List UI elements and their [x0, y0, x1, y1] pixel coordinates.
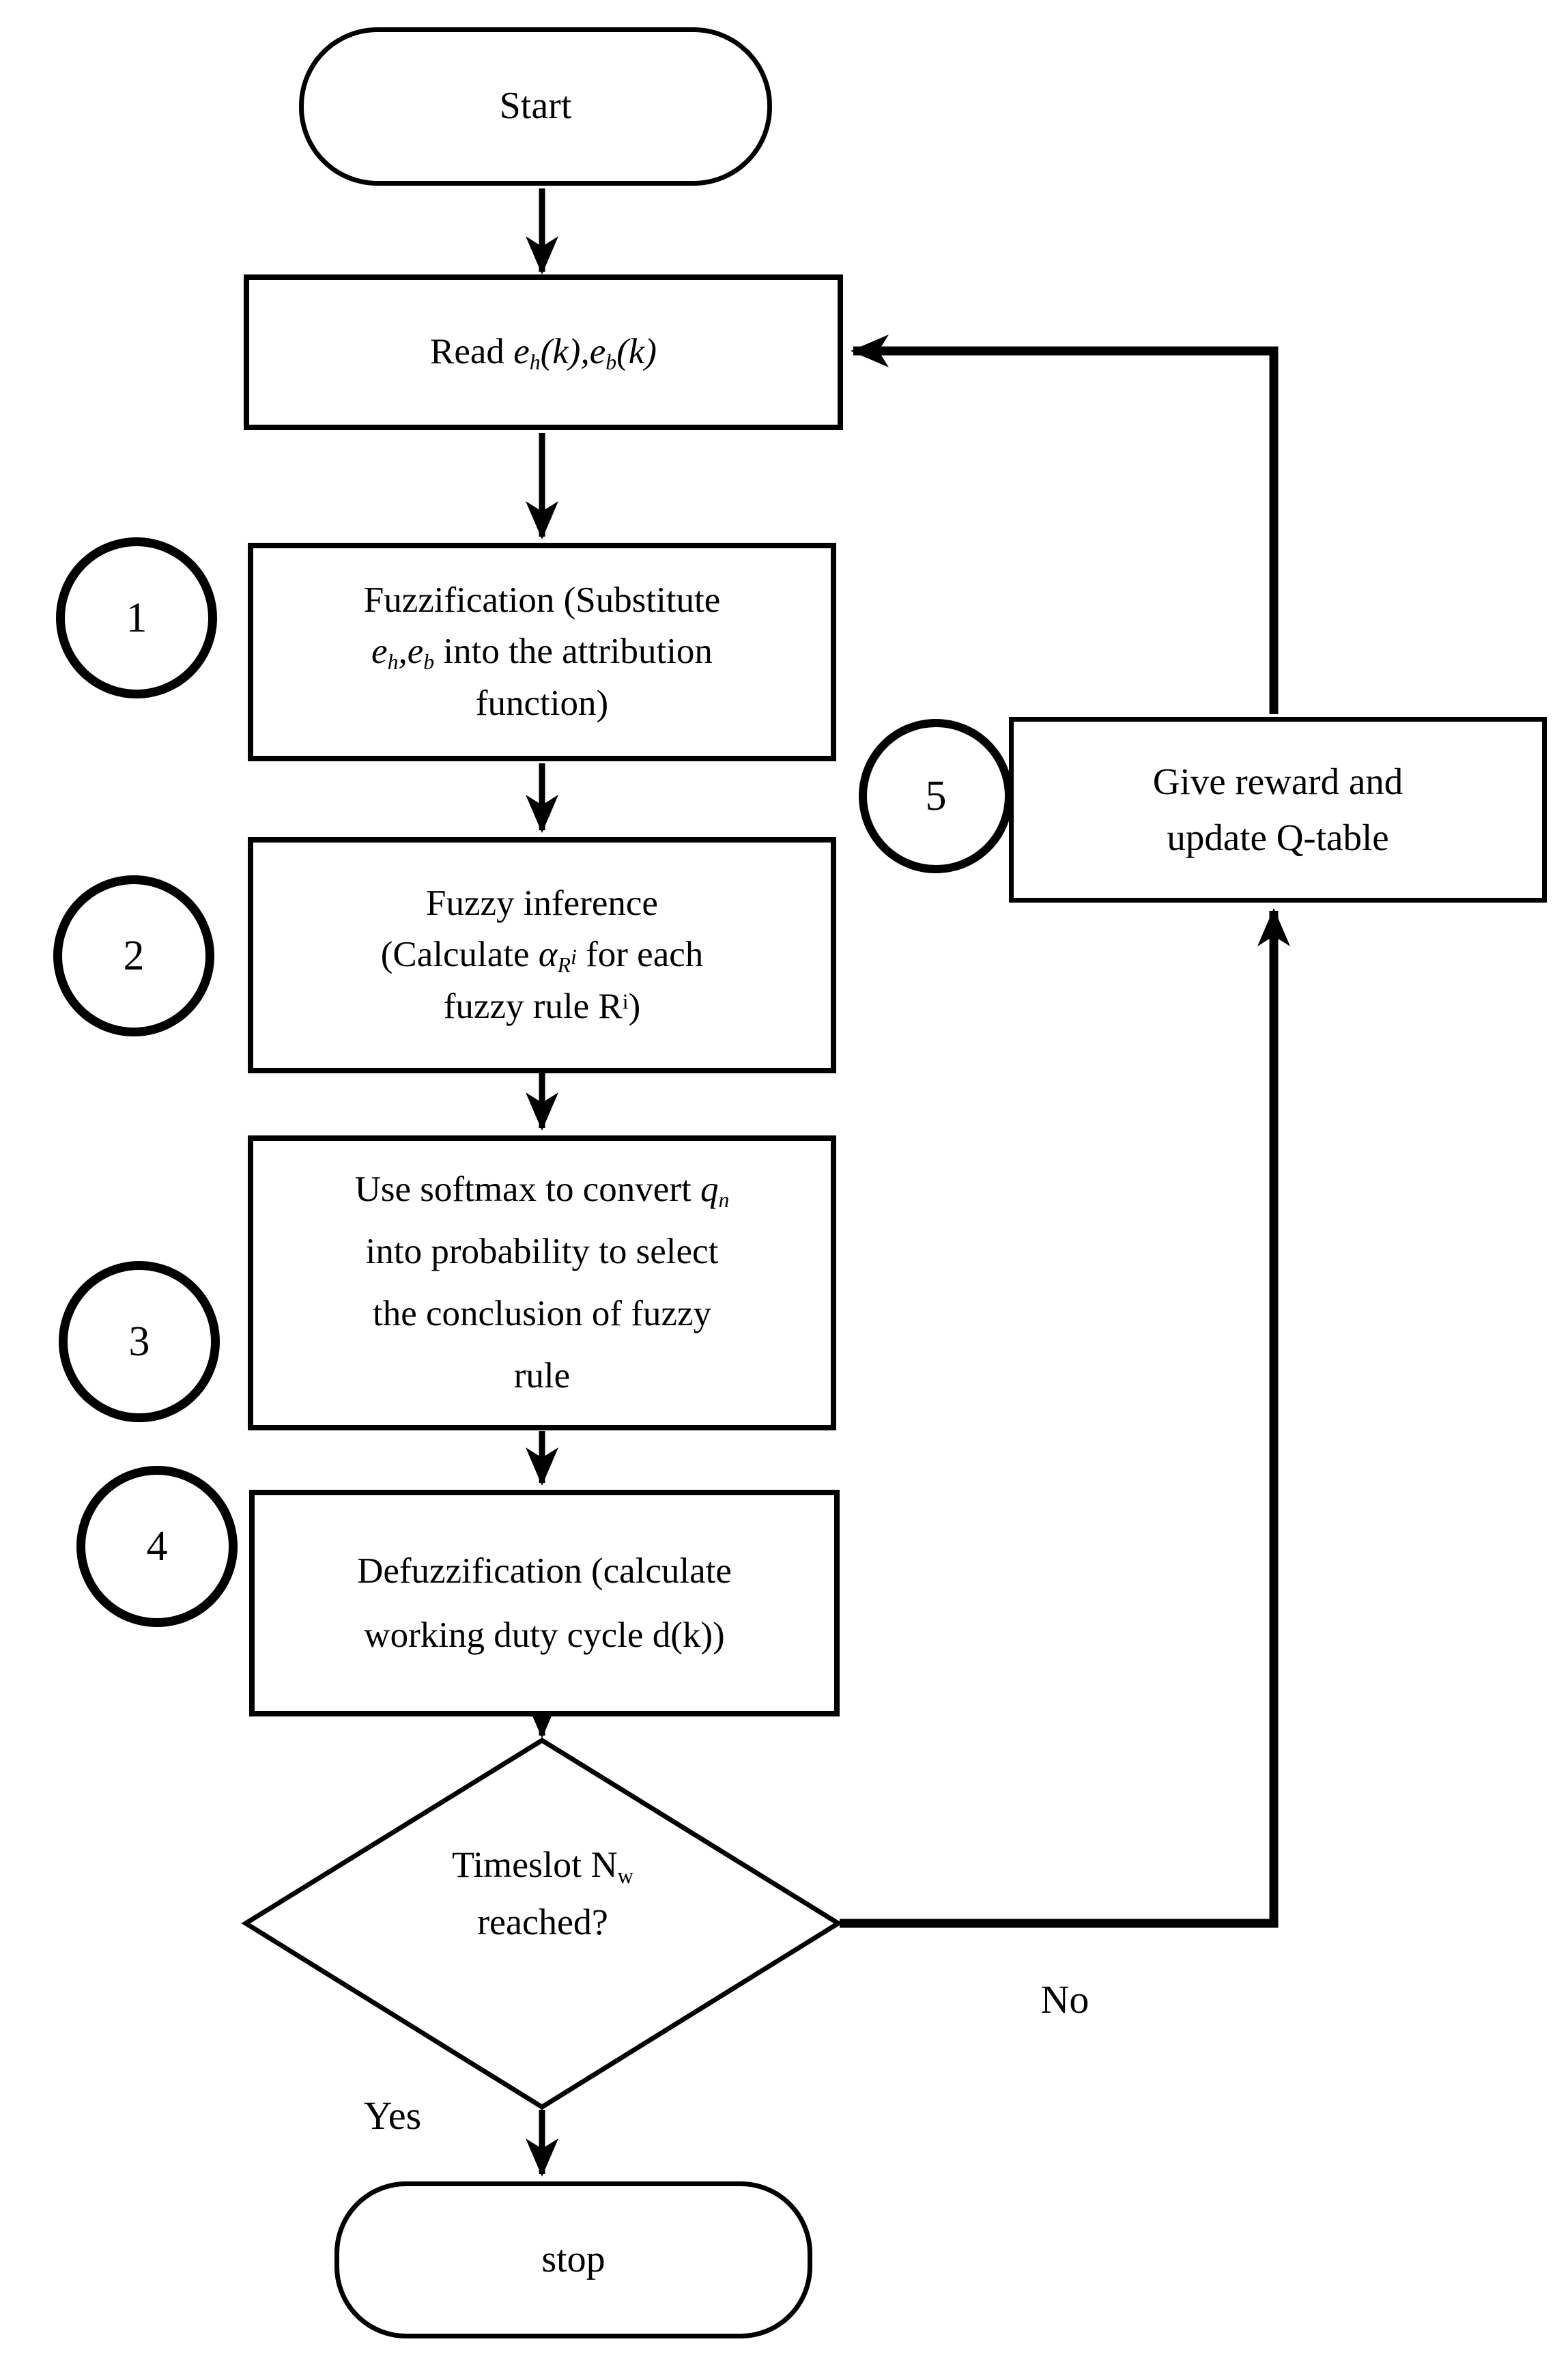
fuzzy-inference-label: Fuzzy inference (Calculate αRi for each …: [380, 883, 704, 1026]
fuzzy-inference-node: Fuzzy inference (Calculate αRi for each …: [248, 837, 836, 1073]
fuzzification-label: Fuzzification (Substitute eh,eb into the…: [363, 580, 721, 723]
fuzzification-node: Fuzzification (Substitute eh,eb into the…: [248, 543, 836, 761]
step-badge-1: 1: [56, 537, 217, 698]
read-label: Read eh(k),eb(k): [430, 332, 657, 375]
start-node: Start: [299, 27, 772, 186]
defuzzification-label: Defuzzification (calculate working duty …: [357, 1551, 732, 1655]
softmax-node: Use softmax to convert qn into probabili…: [248, 1135, 836, 1430]
reward-update-label: Give reward and update Q-table: [1152, 760, 1403, 859]
start-label: Start: [499, 85, 572, 128]
edge-decision-no-to-reward: [840, 908, 1290, 1928]
yes-branch-label: Yes: [363, 2093, 422, 2138]
reward-update-node: Give reward and update Q-table: [1009, 717, 1547, 903]
decision-diamond: [241, 1737, 843, 2110]
stop-label: stop: [541, 2238, 605, 2281]
step-badge-5: 5: [859, 719, 1013, 873]
stop-node: stop: [334, 2181, 812, 2338]
softmax-label: Use softmax to convert qn into probabili…: [354, 1169, 730, 1396]
step-badge-2: 2: [53, 875, 214, 1036]
read-inputs-node: Read eh(k),eb(k): [244, 274, 843, 430]
decision-label: Timeslot Nw reached?: [452, 1844, 633, 1942]
step-badge-3: 3: [59, 1261, 220, 1422]
edge-reward-to-read: [851, 335, 1279, 714]
defuzzification-node: Defuzzification (calculate working duty …: [249, 1490, 840, 1716]
no-branch-label: No: [1040, 1977, 1089, 2022]
step-badge-4: 4: [76, 1466, 238, 1627]
